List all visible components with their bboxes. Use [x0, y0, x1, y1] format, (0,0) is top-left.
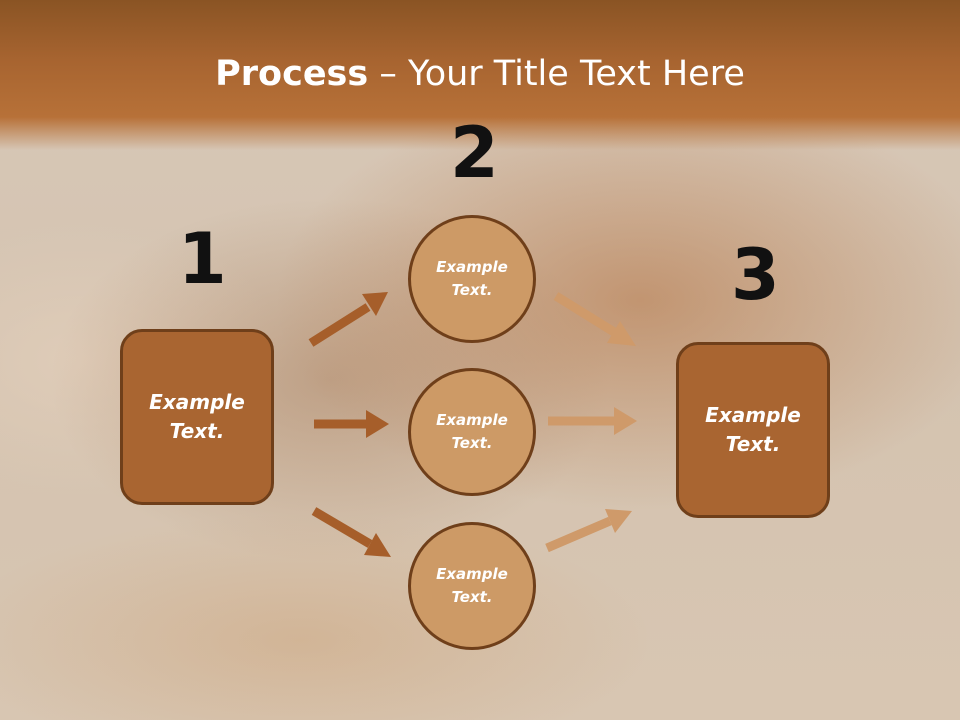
arrow-bottom-to-3 — [545, 509, 632, 553]
title-band — [0, 0, 960, 150]
arrow-top-to-3 — [553, 292, 636, 346]
circle-middle-text: Example Text. — [436, 411, 508, 452]
circle-top-text: Example Text. — [436, 258, 508, 299]
circle-bottom: Example Text. — [408, 522, 536, 650]
arrow-1-to-middle — [314, 410, 389, 438]
circle-middle: Example Text. — [408, 368, 536, 496]
step-1-box: Example Text. — [120, 329, 274, 505]
arrow-middle-to-3 — [548, 407, 637, 435]
step-3-box: Example Text. — [676, 342, 830, 518]
title-bold: Process — [215, 54, 369, 94]
slide-title: Process – Your Title Text Here — [0, 50, 960, 98]
circle-top: Example Text. — [408, 215, 536, 343]
step-number-1: 1 — [178, 218, 227, 300]
arrow-1-to-top — [308, 292, 388, 347]
step-3-text: Example Text. — [705, 403, 801, 456]
step-number-3: 3 — [731, 234, 780, 316]
step-1-text: Example Text. — [149, 390, 245, 443]
title-rest: – Your Title Text Here — [368, 54, 745, 94]
arrow-1-to-bottom — [311, 507, 391, 557]
step-number-2: 2 — [450, 112, 499, 194]
circle-bottom-text: Example Text. — [436, 565, 508, 606]
